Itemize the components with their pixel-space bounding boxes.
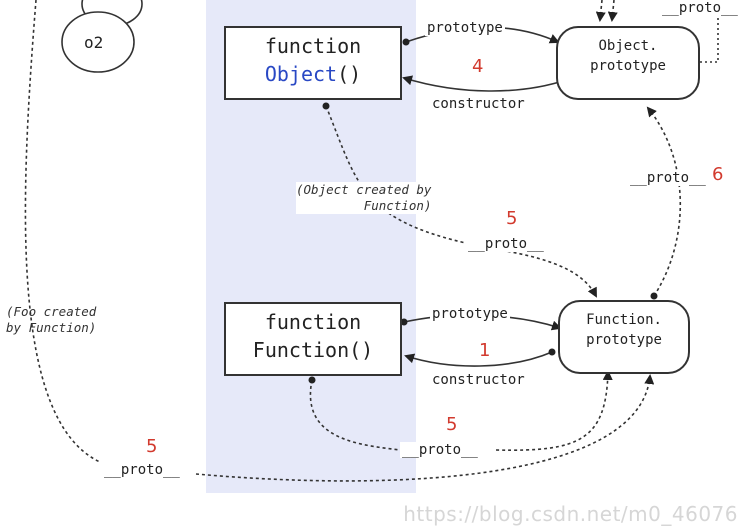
node-object-function: function Object() — [224, 26, 402, 100]
label-proto-foo: __proto__ — [102, 462, 182, 478]
node-o2-label: o2 — [84, 33, 104, 52]
watermark: https://blog.csdn.net/m0_46076 — [403, 502, 738, 526]
label-constructor-top: constructor — [430, 96, 527, 112]
dot-function-fn-proto — [308, 376, 316, 384]
number-5-foo: 5 — [146, 436, 158, 457]
object-prototype-line1: Object. — [598, 38, 658, 54]
number-5-function: 5 — [446, 414, 458, 435]
function-function-signature: Function() — [252, 338, 374, 362]
number-6: 6 — [712, 164, 724, 185]
number-5-object: 5 — [506, 208, 518, 229]
dot-object-fn-proto — [322, 102, 330, 110]
label-constructor-bottom: constructor — [430, 372, 527, 388]
node-object-prototype: Object. prototype — [556, 26, 700, 100]
note-object-created-line2: Function) — [363, 198, 432, 213]
number-1: 1 — [479, 340, 491, 361]
dot-function-proto-constructor — [548, 348, 556, 356]
proto-foo-link — [24, 0, 650, 482]
function-prototype-line2: prototype — [586, 332, 662, 348]
node-function-function: function Function() — [224, 302, 402, 376]
o2-circle — [61, 11, 135, 73]
constructor-link-top — [402, 75, 567, 92]
dot-object-prototype-start — [402, 38, 410, 46]
note-object-created: (Object created by Function) — [296, 182, 432, 214]
arrow-into-object-proto-1 — [595, 0, 606, 22]
constructor-link-bottom — [404, 351, 553, 367]
function-function-keyword: function — [264, 310, 362, 334]
note-foo-created-line1: (Foo created — [6, 304, 97, 319]
object-function-name: Object — [264, 62, 338, 86]
label-proto-object: __proto__ — [466, 236, 546, 252]
proto-function-link — [309, 372, 608, 451]
node-function-prototype: Function. prototype — [558, 300, 690, 374]
function-prototype-line1: Function. — [586, 312, 662, 328]
arrow-into-object-proto-2 — [607, 0, 618, 22]
label-proto-topright: __proto__ — [660, 0, 740, 16]
note-object-created-line1: (Object created by — [296, 182, 432, 197]
object-function-parens: () — [337, 62, 362, 86]
note-foo-created-line2: by Function) — [6, 320, 97, 335]
object-function-keyword: function — [264, 34, 362, 58]
proto-topright-link — [700, 10, 719, 63]
note-foo-created: (Foo created by Function) — [6, 304, 96, 336]
object-prototype-line2: prototype — [590, 58, 666, 74]
label-proto-6: __proto__ — [628, 170, 708, 186]
label-prototype-bottom: prototype — [430, 306, 510, 322]
proto-6-link — [646, 106, 682, 297]
label-proto-function: __proto__ — [400, 442, 480, 458]
label-prototype-top: prototype — [425, 20, 505, 36]
number-4: 4 — [472, 56, 484, 77]
dot-function-prototype-start — [400, 318, 408, 326]
dot-function-proto-start — [650, 292, 658, 300]
proto-object-link — [325, 105, 597, 298]
object-function-signature: Object() — [226, 60, 400, 88]
